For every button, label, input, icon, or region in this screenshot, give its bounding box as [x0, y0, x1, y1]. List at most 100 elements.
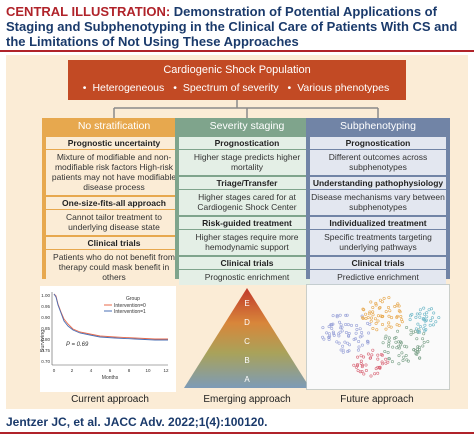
bottom-label-current: Current approach: [71, 394, 149, 405]
cluster-point: [376, 319, 380, 323]
pyramid-stage-label: C: [244, 337, 250, 346]
cluster-point: [384, 357, 388, 361]
cluster-point: [415, 347, 419, 351]
section-body: Prognostic enrichment: [179, 270, 315, 285]
cluster-point: [397, 354, 401, 358]
cluster-point: [417, 345, 421, 349]
cluster-point: [357, 339, 361, 343]
cluster-point: [356, 369, 360, 373]
illustration-header: CENTRAL ILLUSTRATION: Demonstration of P…: [0, 0, 474, 52]
cluster-point: [405, 345, 409, 349]
cluster-point: [415, 352, 419, 356]
cluster-point: [349, 323, 353, 327]
cluster-point: [355, 323, 359, 327]
cluster-point: [411, 330, 415, 334]
cluster-point: [378, 305, 382, 309]
cluster-point: [347, 349, 351, 353]
cluster-point: [337, 341, 341, 345]
cluster-point: [405, 325, 409, 329]
cluster-point: [425, 315, 429, 319]
cluster-point: [354, 337, 358, 341]
cluster-point: [405, 358, 409, 362]
cluster-point: [366, 341, 370, 345]
cluster-point: [345, 313, 349, 317]
km-xtick: 10: [145, 368, 151, 373]
cluster-point: [394, 335, 398, 339]
citation: Jentzer JC, et al. JACC Adv. 2022;1(4):1…: [6, 415, 268, 429]
cluster-point: [395, 314, 399, 318]
km-curve-intervention-1: [53, 293, 168, 341]
km-xtick: 2: [71, 368, 74, 373]
cluster-point: [397, 304, 401, 308]
cluster-point: [366, 340, 370, 344]
cluster-point: [390, 360, 394, 364]
cluster-point: [395, 304, 399, 308]
cluster-point: [332, 332, 336, 336]
cluster-point: [377, 306, 381, 310]
cluster-point: [339, 348, 343, 352]
cluster-point: [404, 354, 408, 358]
cluster-point: [360, 314, 364, 318]
cluster-point: [369, 319, 373, 323]
cluster-point: [339, 323, 343, 327]
cluster-point: [386, 360, 390, 364]
cluster-point: [396, 329, 400, 333]
section-heading: Clinical trials: [46, 237, 182, 249]
cluster-point: [423, 312, 427, 316]
banner-item: Various phenotypes: [297, 82, 390, 94]
cluster-point: [366, 321, 370, 325]
cluster-point: [352, 337, 356, 341]
cluster-point: [381, 341, 385, 345]
cluster-point: [418, 308, 422, 312]
cluster-point: [360, 330, 364, 334]
cluster-point: [395, 346, 399, 350]
cluster-point: [359, 354, 363, 358]
cluster-point: [339, 326, 343, 330]
cluster-point: [327, 337, 331, 341]
cluster-point: [400, 318, 404, 322]
section-body: Disease mechanisms vary between subpheno…: [310, 190, 446, 215]
cluster-point: [408, 318, 412, 322]
km-legend-item: Intervention=1: [114, 309, 146, 315]
cluster-point: [321, 326, 325, 330]
km-xtick: 12: [163, 368, 169, 373]
banner-items: •Heterogeneous •Spectrum of severity •Va…: [82, 82, 390, 94]
km-xlabel: Months: [102, 375, 119, 381]
km-xtick: 6: [109, 368, 112, 373]
km-survival-plot: 1.00 0.95 0.90 0.85 0.80 0.75 0.70 Survi…: [40, 286, 176, 392]
cluster-point: [409, 314, 413, 318]
cluster-point: [354, 365, 358, 369]
cluster-point: [325, 331, 329, 335]
cluster-point: [397, 340, 401, 344]
cluster-point: [338, 313, 342, 317]
cluster-point: [414, 315, 418, 319]
cluster-point: [380, 300, 384, 304]
cluster-point: [321, 335, 325, 339]
cluster-point: [356, 348, 360, 352]
cluster-point: [362, 372, 366, 376]
cluster-point: [387, 357, 391, 361]
cluster-point: [368, 356, 372, 360]
cluster-point: [366, 352, 370, 356]
cluster-point: [416, 350, 420, 354]
cluster-point: [378, 365, 382, 369]
cluster-point: [401, 359, 405, 363]
cluster-point: [335, 315, 339, 319]
km-ytick: 1.00: [41, 293, 50, 298]
cluster-point: [426, 340, 430, 344]
cluster-point: [352, 363, 356, 367]
header-tag: CENTRAL ILLUSTRATION:: [6, 4, 171, 19]
cluster-point: [387, 342, 391, 346]
cluster-point: [380, 353, 384, 357]
bottom-label-future: Future approach: [340, 394, 414, 405]
cluster-point: [415, 337, 419, 341]
cluster-point: [434, 320, 438, 324]
cluster-point: [355, 363, 359, 367]
cluster-point: [335, 340, 339, 344]
cluster-point: [347, 331, 351, 335]
banner-title: Cardiogenic Shock Population: [163, 64, 311, 76]
cluster-point: [399, 314, 403, 318]
cluster-point: [356, 355, 360, 359]
cluster-point: [371, 305, 375, 309]
